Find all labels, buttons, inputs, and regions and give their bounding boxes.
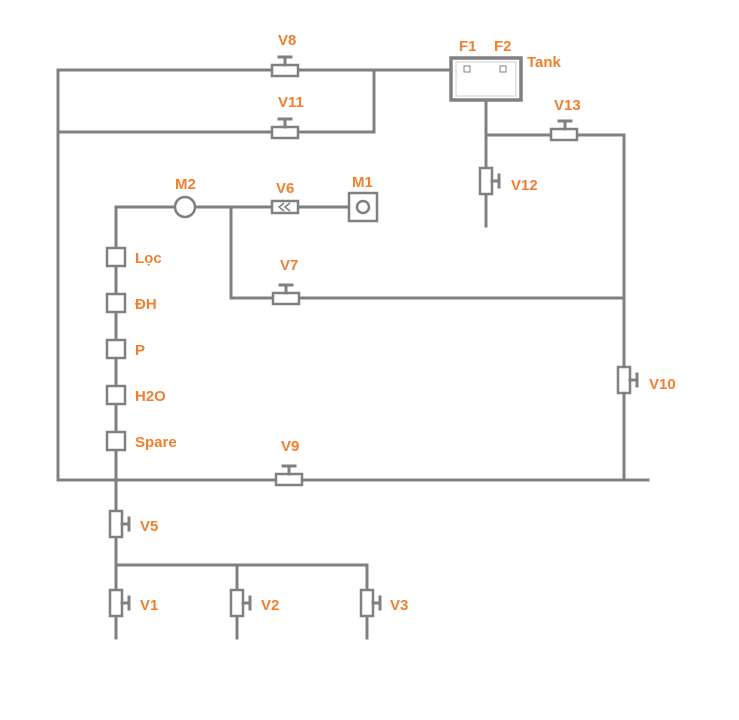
label-m1: M1 <box>352 174 373 191</box>
tank[interactable] <box>449 56 523 102</box>
valve-v12-body <box>478 166 494 196</box>
label-v3: V3 <box>390 597 408 614</box>
label-v13: V13 <box>554 97 581 114</box>
valve-v5[interactable] <box>108 509 131 539</box>
pipe-network <box>56 68 650 640</box>
filter-h2o[interactable] <box>105 384 127 406</box>
label-v1: V1 <box>140 597 158 614</box>
valve-v5-body <box>108 509 124 539</box>
float-switch-f1 <box>463 65 471 73</box>
valve-v9[interactable] <box>274 464 304 487</box>
valve-v8[interactable] <box>270 55 300 78</box>
label-v5: V5 <box>140 518 158 535</box>
tank-body <box>449 56 523 102</box>
check-valve-v6-arrow-2 <box>283 202 291 212</box>
label-v6: V6 <box>276 180 294 197</box>
valve-v12[interactable] <box>478 166 501 196</box>
float-switch-f2 <box>499 65 507 73</box>
label-v10: V10 <box>649 376 676 393</box>
filter-loc[interactable] <box>105 246 127 268</box>
valve-v3[interactable] <box>359 588 382 618</box>
valve-v9-body <box>274 472 304 487</box>
label-f2: F2 <box>494 38 512 55</box>
valve-v13-body <box>549 127 579 142</box>
motor-m1-rotor <box>355 199 371 215</box>
valve-v8-body <box>270 63 300 78</box>
label-spare: Spare <box>135 434 177 451</box>
valve-v13[interactable] <box>549 119 579 142</box>
label-v8: V8 <box>278 32 296 49</box>
valve-v11-body <box>270 125 300 140</box>
label-v7: V7 <box>280 257 298 274</box>
valve-v7-body <box>271 291 301 306</box>
label-v2: V2 <box>261 597 279 614</box>
label-v11: V11 <box>278 94 304 111</box>
label-loc: Lọc <box>135 250 162 267</box>
filter-dh[interactable] <box>105 292 127 314</box>
label-h2o: H2O <box>135 388 166 405</box>
valve-v7[interactable] <box>271 283 301 306</box>
pump-m2[interactable] <box>173 195 197 219</box>
motor-m1[interactable] <box>347 191 379 223</box>
check-valve-v6[interactable] <box>270 199 300 215</box>
labels: V8 V11 F1 F2 Tank V13 V12 M2 V6 M1 V7 Lọ… <box>135 32 676 614</box>
filter-p[interactable] <box>105 338 127 360</box>
valve-v1-body <box>108 588 124 618</box>
valve-v3-body <box>359 588 375 618</box>
tank-inner <box>455 61 517 97</box>
check-valve-v6-arrow-1 <box>277 202 285 212</box>
label-f1: F1 <box>459 38 477 55</box>
label-p: P <box>135 342 145 359</box>
label-dh: ĐH <box>135 296 157 313</box>
valve-v10[interactable] <box>616 365 639 395</box>
valve-v2-body <box>229 588 245 618</box>
valve-v1[interactable] <box>108 588 131 618</box>
label-v12: V12 <box>511 177 538 194</box>
label-tank: Tank <box>527 54 562 71</box>
valve-v10-body <box>616 365 632 395</box>
label-m2: M2 <box>175 176 196 193</box>
valve-v11[interactable] <box>270 117 300 140</box>
valve-v2[interactable] <box>229 588 252 618</box>
label-v9: V9 <box>281 438 299 455</box>
filter-spare[interactable] <box>105 430 127 452</box>
